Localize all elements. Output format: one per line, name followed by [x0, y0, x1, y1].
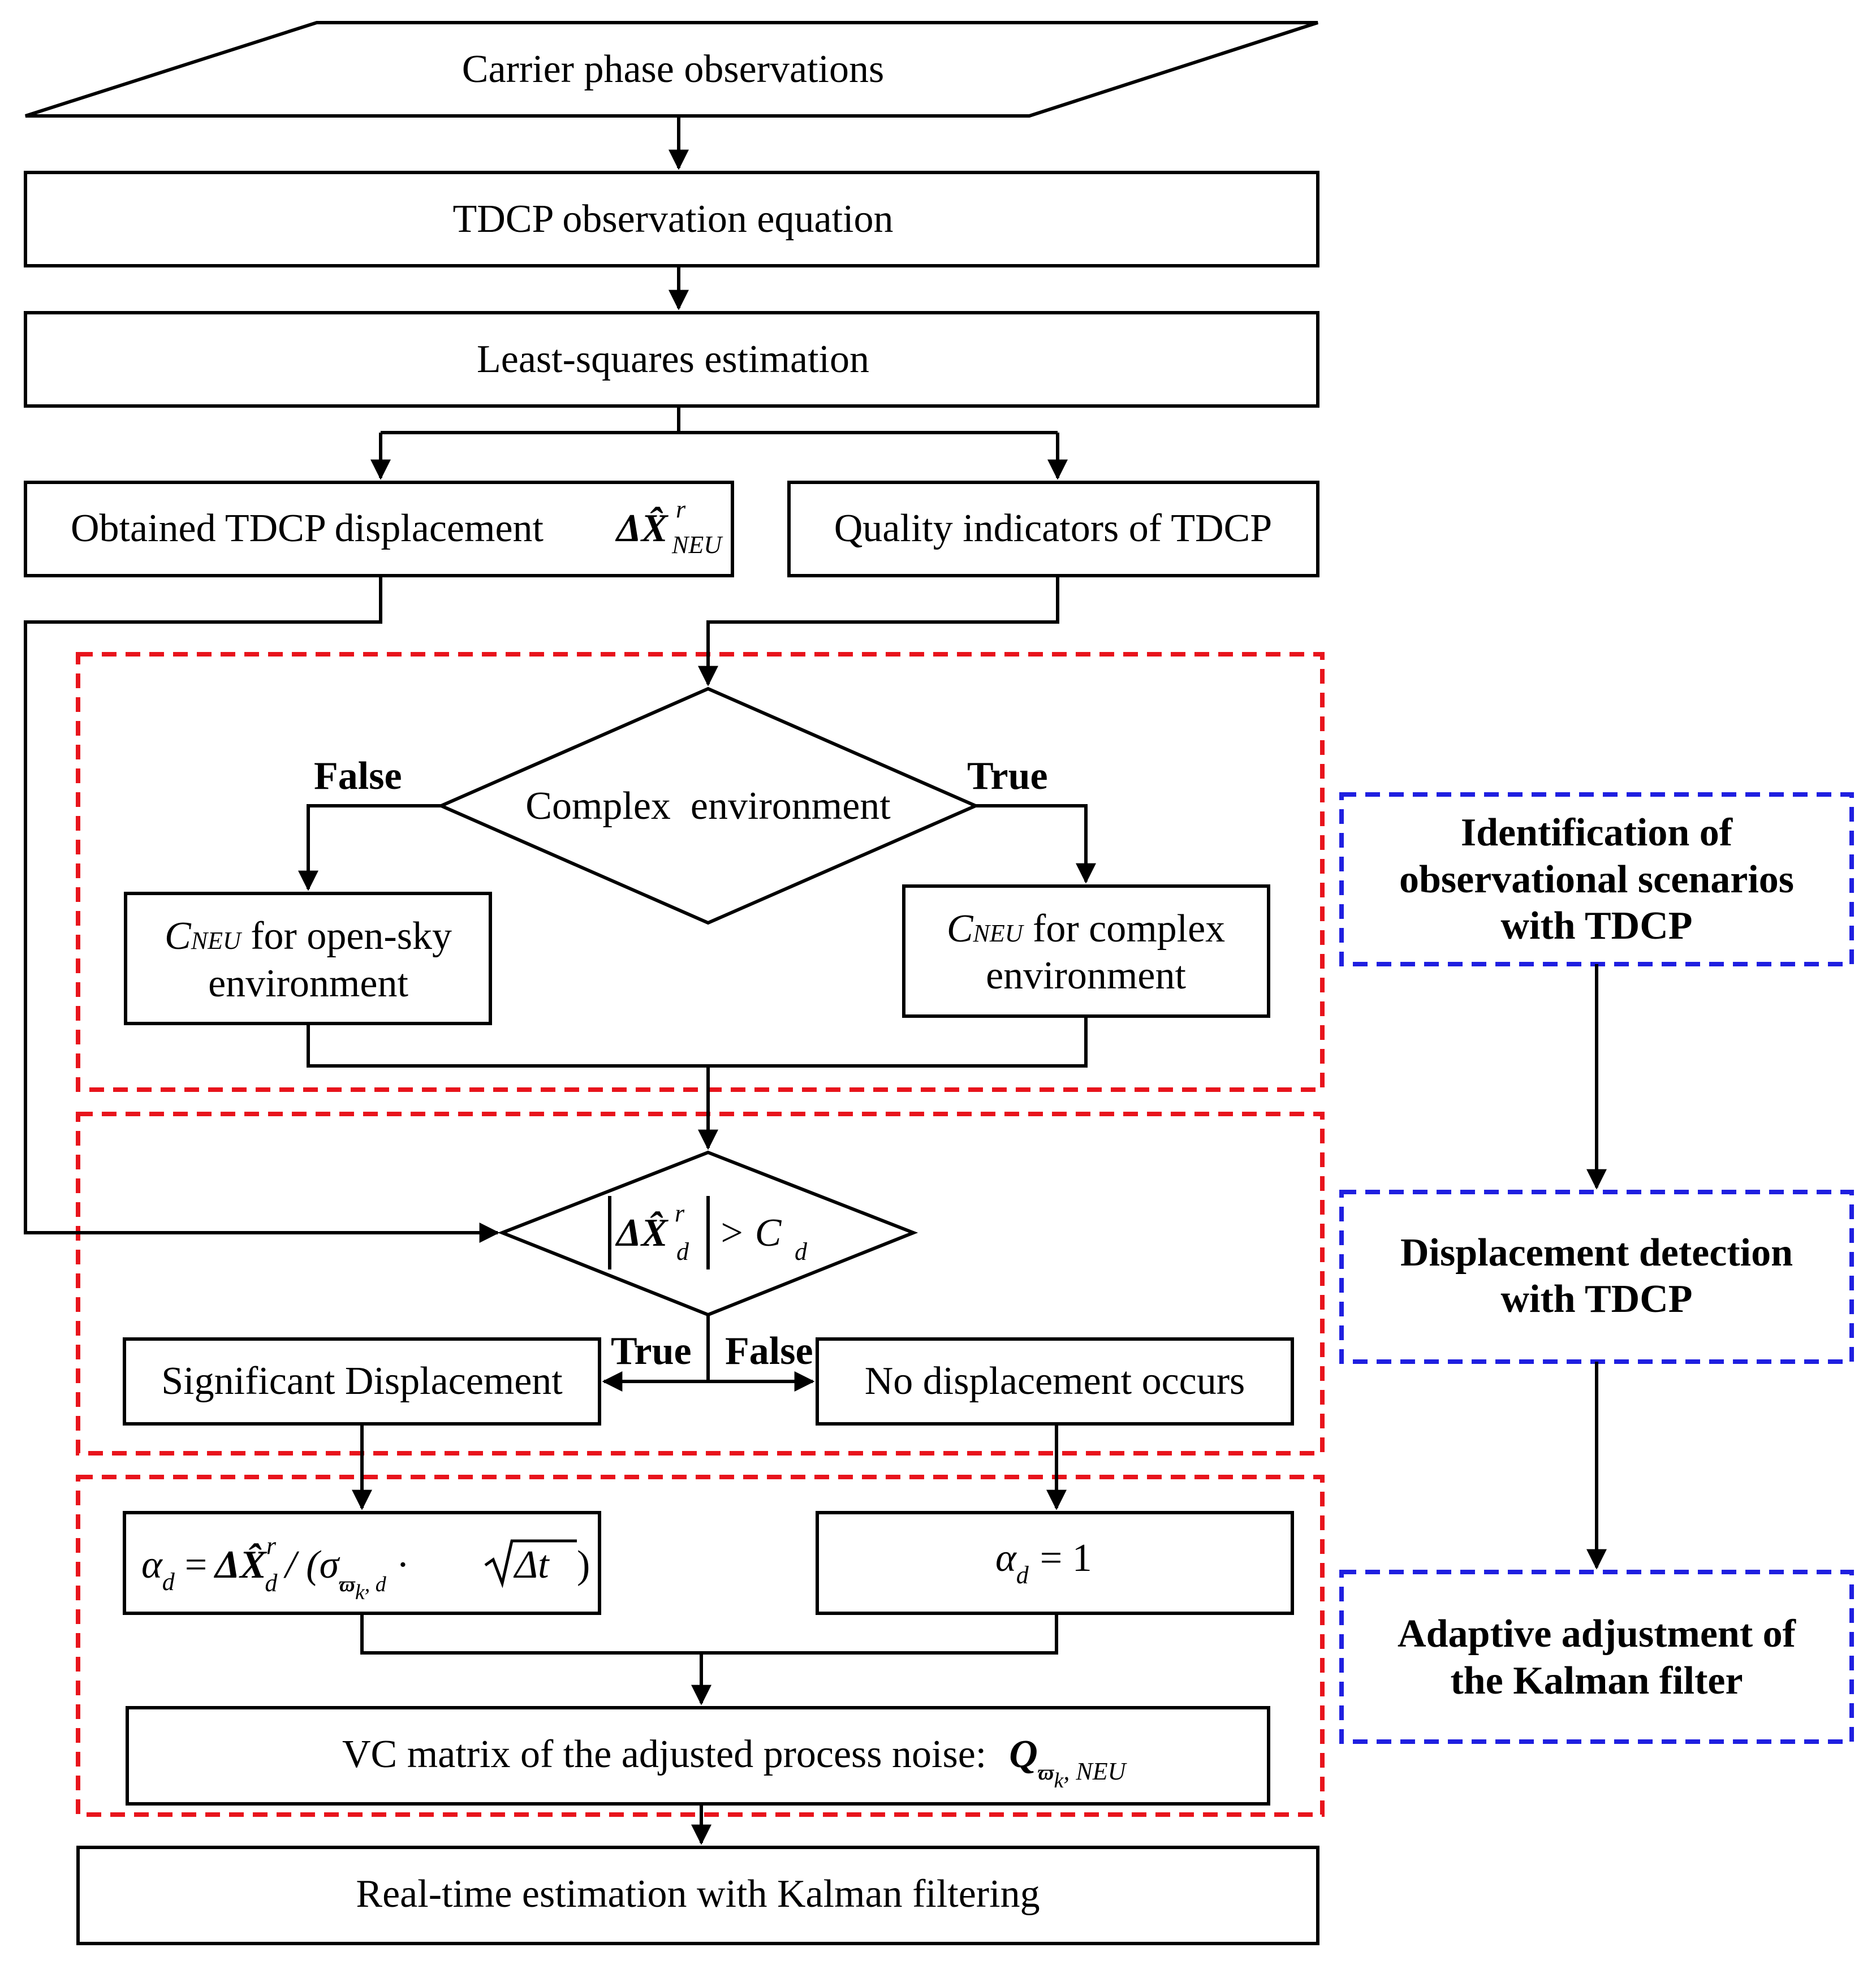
open-sky-suffix: for open-sky: [241, 914, 452, 958]
vc-matrix-box: [126, 1706, 1270, 1806]
stage2-line2: with TDCP: [1500, 1277, 1692, 1321]
open-sky-box: [124, 892, 492, 1025]
alpha-formula-box: [123, 1511, 601, 1615]
vc-Q: Q: [1009, 1733, 1038, 1776]
alpha-delta-t: Δt: [513, 1543, 550, 1587]
branch-true-1: True: [967, 754, 1048, 798]
displacement-prefix: Obtained TDCP displacement: [71, 507, 544, 550]
branch-true-2: True: [611, 1329, 692, 1373]
displacement-symbol: ΔX̂: [615, 507, 669, 550]
alpha-one-symbol: α: [995, 1536, 1017, 1580]
open-sky-line1: CNEU for open-sky: [165, 914, 452, 958]
input-label: Carrier phase observations: [462, 47, 884, 91]
alpha-k: k: [355, 1580, 365, 1604]
stage-box-displacement-detection: [1339, 1190, 1854, 1364]
region-scenario-identification: [76, 652, 1325, 1092]
threshold-sub-d: d: [676, 1238, 689, 1266]
vc-matrix-label: VC matrix of the adjusted process noise:: [342, 1733, 986, 1776]
vc-neu: , NEU: [1063, 1757, 1127, 1785]
region-displacement-detection: [76, 1112, 1325, 1456]
vc-k: k: [1054, 1769, 1064, 1793]
equation-label: TDCP observation equation: [453, 197, 894, 241]
displacement-sup-r: r: [676, 495, 686, 523]
stage3-line2: the Kalman filter: [1450, 1659, 1743, 1703]
open-sky-C: C: [165, 914, 192, 958]
stage-box-kalman-adjustment: [1339, 1570, 1854, 1744]
alpha-sub-d: d: [162, 1568, 175, 1596]
kalman-box: [76, 1846, 1319, 1945]
displacement-label: Obtained TDCP displacement: [71, 507, 544, 550]
alpha-one-box: [816, 1511, 1294, 1615]
quality-box: [787, 481, 1319, 577]
alpha-omega: ϖ: [339, 1573, 356, 1596]
significant-label: Significant Displacement: [161, 1359, 563, 1403]
threshold-sub-d2: d: [795, 1238, 808, 1266]
threshold-delta-x: ΔX̂: [615, 1211, 669, 1255]
vc-omega: ϖ: [1038, 1761, 1055, 1785]
stage3-line1: Adaptive adjustment of: [1398, 1612, 1796, 1656]
sqrt-sign: [484, 1539, 577, 1588]
complex-suffix: for complex: [1023, 907, 1226, 951]
displacement-sub-neu: NEU: [671, 531, 723, 559]
line-merge-environments: [307, 1016, 1088, 1068]
lsq-label: Least-squares estimation: [477, 338, 869, 381]
complex-environment-diamond: [437, 686, 980, 925]
alpha-dot: ·: [396, 1543, 409, 1587]
equation-box: [24, 171, 1319, 267]
delta-x-hat: ΔX̂: [615, 507, 669, 550]
threshold-sup-r: r: [675, 1199, 685, 1227]
alpha-symbol: α: [141, 1543, 163, 1587]
lsq-box: [24, 311, 1319, 408]
alpha-one: αd = 1: [995, 1536, 1092, 1589]
stage1-line3: with TDCP: [1500, 904, 1692, 948]
open-sky-neu: NEU: [191, 927, 243, 955]
significant-box: [123, 1337, 601, 1426]
line-merge-alpha: [360, 1613, 1058, 1655]
vc-matrix-line: VC matrix of the adjusted process noise:…: [342, 1733, 1128, 1793]
alpha-div-sigma: / (σ: [283, 1543, 340, 1587]
alpha-delta-x: ΔX̂: [213, 1543, 268, 1587]
displacement-box: [24, 481, 734, 577]
threshold-gt-c: > C: [718, 1211, 782, 1255]
alpha-comma-d: , d: [365, 1573, 387, 1596]
open-sky-line2: environment: [208, 962, 408, 1005]
complex-line1: CNEU for complex: [947, 907, 1225, 951]
branch-false-1: False: [314, 754, 402, 798]
kalman-label: Real-time estimation with Kalman filteri…: [356, 1872, 1040, 1916]
stage2-line1: Displacement detection: [1400, 1231, 1793, 1275]
alpha-close-paren: ): [577, 1543, 590, 1587]
alpha-one-eq: = 1: [1040, 1536, 1092, 1580]
alpha-one-sub: d: [1016, 1561, 1029, 1589]
input-parallelogram: [25, 21, 1318, 118]
arrow-false-openSky: [298, 804, 441, 891]
complex-neu: NEU: [973, 919, 1025, 947]
complex-C: C: [947, 907, 974, 951]
line-displacement-bypass: [24, 576, 500, 1243]
branch-false-2: False: [725, 1329, 813, 1373]
alpha-eq: =: [185, 1543, 207, 1587]
stage1-line1: Identification of: [1461, 811, 1733, 854]
alpha-sub-d2: d: [265, 1569, 278, 1597]
complex-environment-label: Complex environment: [525, 784, 891, 828]
no-displacement-label: No displacement occurs: [865, 1359, 1245, 1403]
alpha-sup-r: r: [266, 1532, 277, 1560]
arrow-true-complex: [976, 804, 1096, 884]
complex-box: [902, 884, 1270, 1018]
complex-line2: environment: [986, 954, 1186, 997]
line-quality-to-diamond: [698, 576, 1059, 686]
quality-label: Quality indicators of TDCP: [834, 507, 1272, 550]
region-kalman-adjustment: [76, 1475, 1325, 1817]
stage1-line2: observational scenarios: [1399, 858, 1794, 901]
